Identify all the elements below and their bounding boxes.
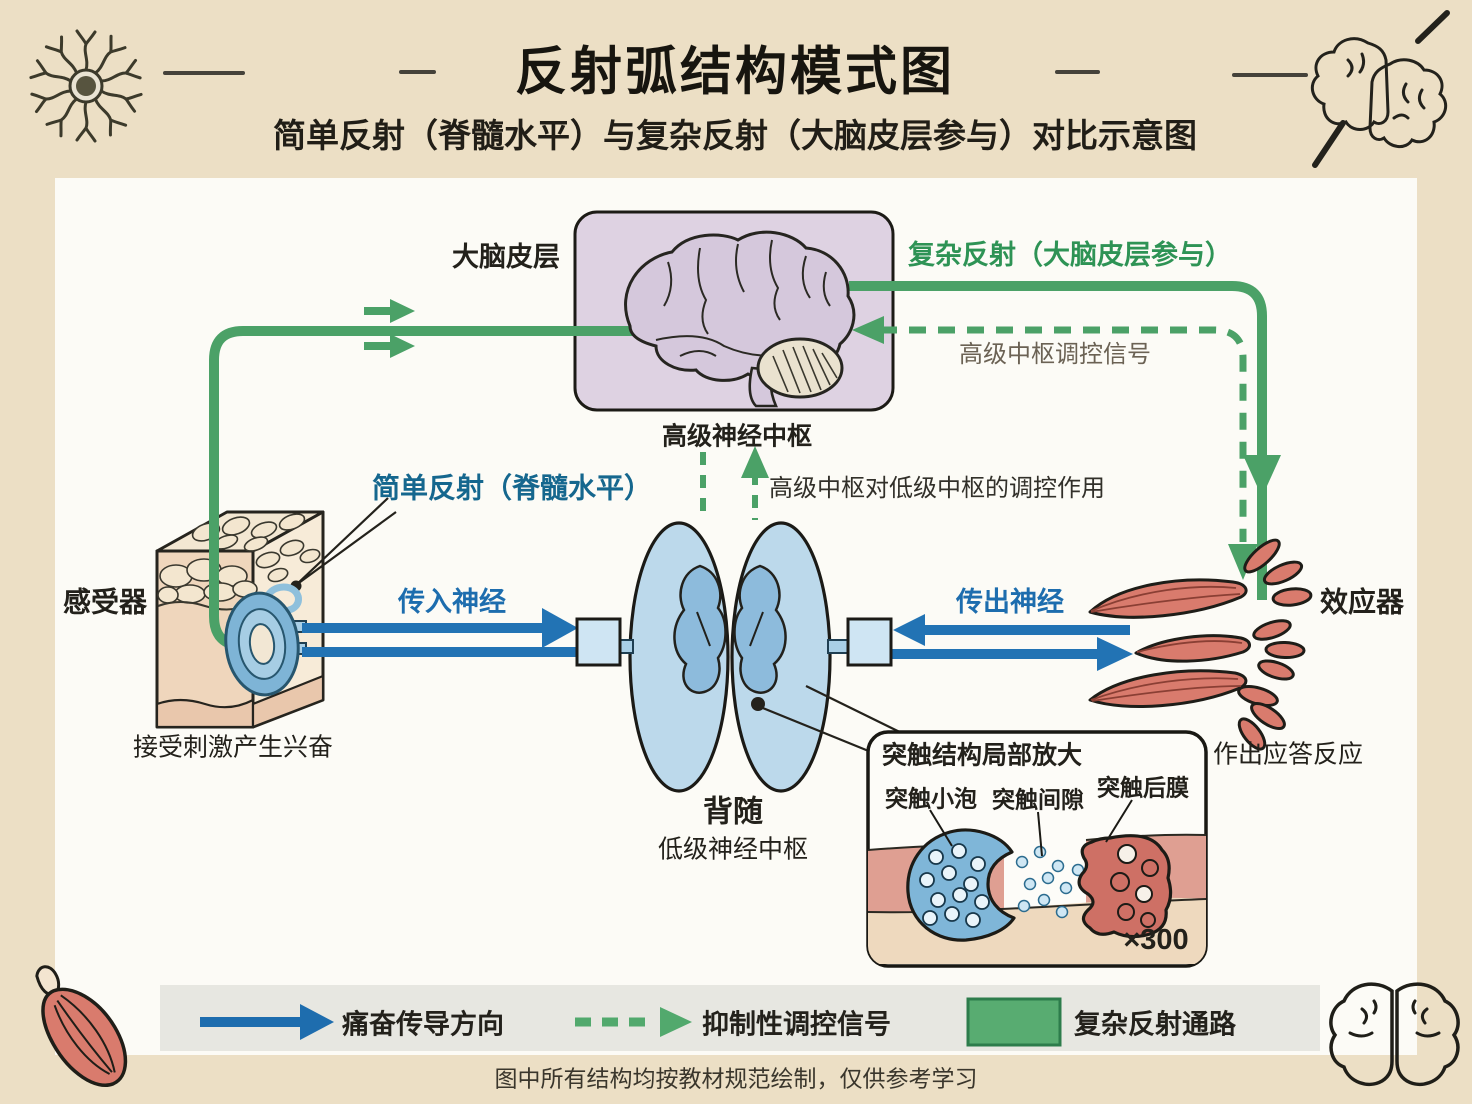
- cerebellum: [756, 337, 844, 399]
- spinal-cord: [575, 521, 917, 793]
- efferent-nerve: [890, 614, 1133, 671]
- title-dash-right-inner: [1055, 70, 1100, 74]
- cortex-spine-dashed-links: [700, 446, 769, 520]
- spinal-node-right: [846, 617, 893, 667]
- efferent-right-arrowhead: [1097, 637, 1133, 671]
- neuron-icon: [29, 29, 143, 143]
- simple-reflex-label: 简单反射（脊髓水平）: [371, 472, 653, 504]
- inhibitory-dashed-path: [852, 316, 1258, 580]
- legend-item-inhibitory: 抑制性调控信号: [702, 1009, 891, 1040]
- gray-matter: [673, 564, 787, 694]
- legend-item-complex-pathway: 复杂反射通路: [1074, 1009, 1236, 1040]
- afferent-arrowhead: [542, 608, 578, 648]
- high-center-label: 高级神经中枢: [661, 422, 813, 451]
- low-center-label: 低级神经中枢: [657, 835, 809, 864]
- complex-reflex-label: 复杂反射（大脑皮层参与）: [908, 240, 1232, 271]
- effector-label: 效应器: [1319, 586, 1405, 618]
- synapse-postmembrane-label: 突触后膜: [1097, 774, 1189, 801]
- receptor-caption: 接受刺激产生兴奋: [132, 733, 334, 762]
- title-dash-right-outer: [1232, 73, 1308, 77]
- cortex-label: 大脑皮层: [452, 242, 560, 273]
- synapse-label-lines: [929, 799, 1133, 857]
- synapse-magnification: ×300: [1123, 924, 1189, 957]
- footer-note: 图中所有结构均按教材规范绘制，仅供参考学习: [494, 1065, 978, 1092]
- spinal-label: 背随: [703, 795, 763, 829]
- title-dash-left-inner: [399, 70, 436, 74]
- presynaptic-terminal: [906, 828, 1016, 942]
- dashed-down-arrowhead: [1228, 544, 1258, 580]
- page-subtitle: 简单反射（脊髓水平）与复杂反射（大脑皮层参与）对比示意图: [273, 116, 1197, 154]
- legend-item-excitation: 痛奋传导方向: [342, 1009, 504, 1040]
- postsynaptic-terminal: [1077, 834, 1173, 939]
- cleft-dots: [1015, 845, 1085, 919]
- brain-top-view-icon: [1329, 982, 1460, 1087]
- muscle-striations: [1090, 585, 1243, 702]
- muscle-icon: [35, 965, 128, 1087]
- page-title: 反射弧结构模式图: [514, 43, 956, 102]
- green-down-arrowhead: [1243, 455, 1281, 497]
- regulation-label: 高级中枢对低级中枢的调控作用: [769, 474, 1105, 502]
- dashed-left-arrowhead: [852, 316, 884, 344]
- muscle-effector: [1088, 538, 1313, 751]
- title-dash-left-outer: [163, 71, 245, 75]
- effector-caption: 作出应答反应: [1212, 740, 1364, 769]
- brain-sketch-icon: [1310, 10, 1450, 168]
- dashed-up-arrowhead: [741, 446, 769, 478]
- synapse-cleft-label: 突触间隙: [992, 786, 1084, 813]
- afferent-nerve: [302, 608, 578, 657]
- synapse-vesicle-label: 突触小泡: [885, 785, 977, 812]
- receptor-corpuscle: [224, 583, 302, 697]
- receptor-label: 感受器: [62, 586, 148, 618]
- efferent-label: 传出神经: [956, 587, 1064, 618]
- postsynaptic-receptor-circles: [1110, 844, 1159, 928]
- afferent-label: 传入神经: [398, 587, 506, 618]
- legend-bar: [160, 985, 1320, 1051]
- green-mini-arrows: [364, 299, 415, 358]
- green-complex-path: [849, 281, 1281, 600]
- high-center-signal-label: 高级中枢调控信号: [959, 340, 1151, 368]
- synapse-title: 突触结构局部放大: [881, 741, 1083, 770]
- brain-illustration: [624, 230, 856, 408]
- efferent-left-arrowhead: [893, 614, 925, 646]
- synapse-inset: [866, 730, 1208, 968]
- spinal-node-left: [575, 617, 622, 667]
- synaptic-vesicles: [919, 843, 990, 928]
